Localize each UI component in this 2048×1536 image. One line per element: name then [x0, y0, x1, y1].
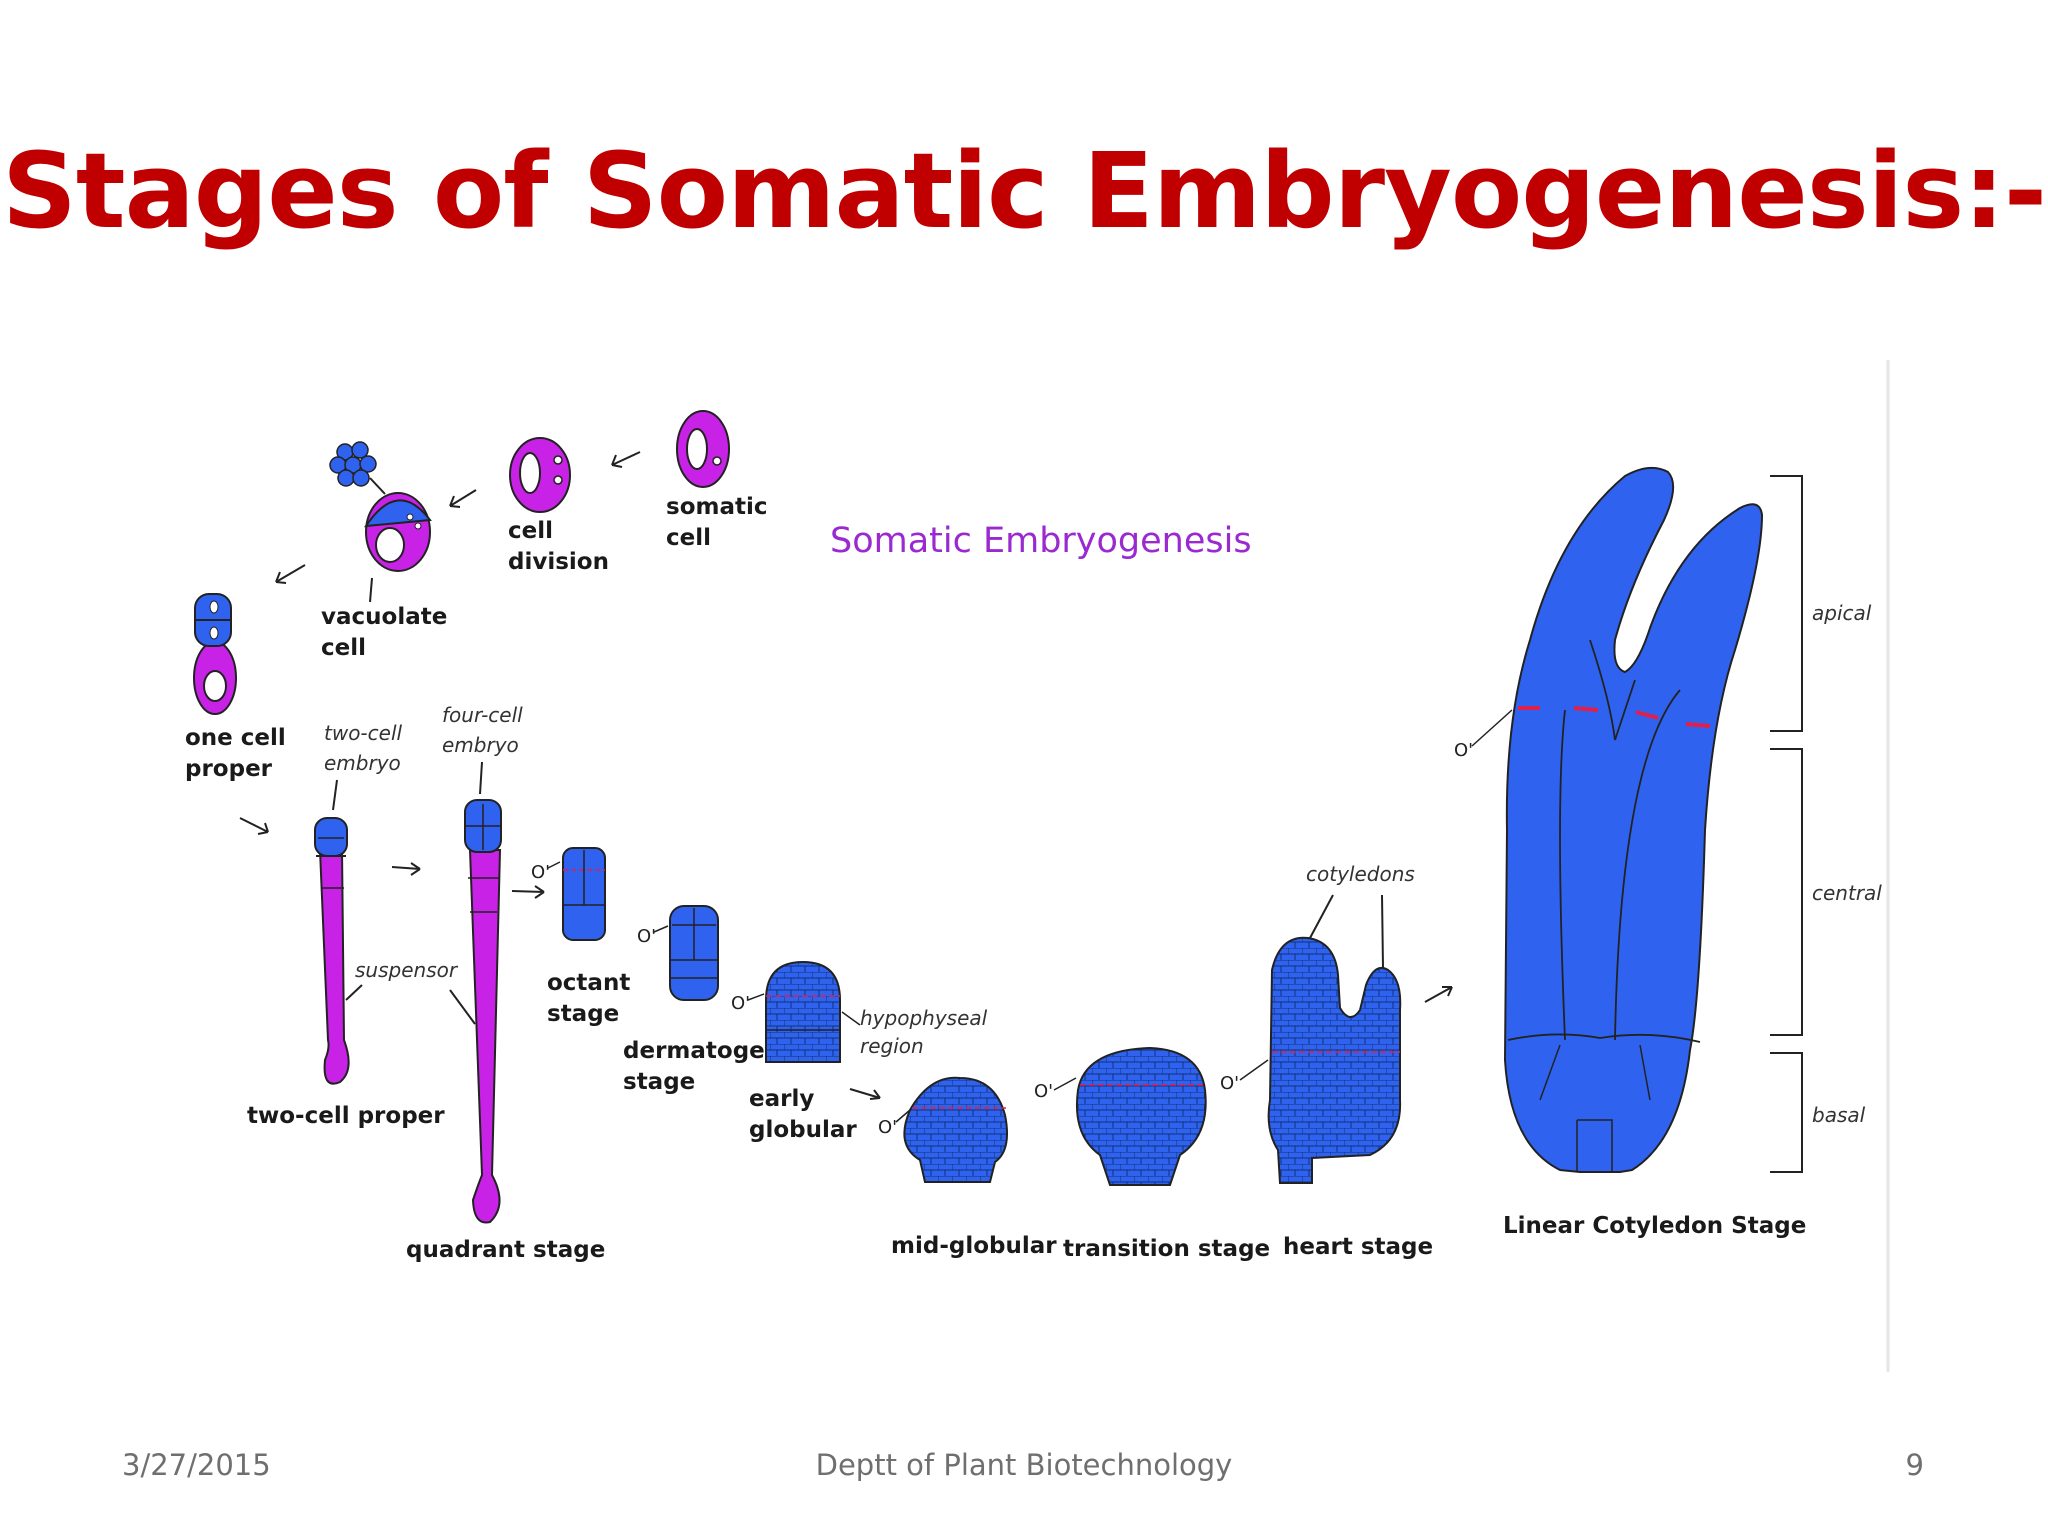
pointer-suspensor-2: [449, 989, 476, 1025]
heart-stage: [1267, 936, 1402, 1184]
label-four-cell-embryo: four-cell: [442, 703, 523, 727]
label-mid-globular: mid-globular: [891, 1233, 1057, 1259]
o-prime-pointer-7: [1471, 709, 1513, 747]
pointer-two-cell-embryo: [332, 779, 338, 811]
bracket-apical: [1770, 475, 1803, 732]
label-two-cell-embryo-2: embryo: [324, 751, 401, 775]
octant-stage: [562, 847, 606, 941]
label-vacuolate-cell: vacuolate: [321, 604, 447, 630]
label-quadrant-stage: quadrant stage: [406, 1237, 605, 1263]
o-prime-pointer-4: [895, 1109, 911, 1123]
cotyledon-pointer-1: [1309, 894, 1334, 939]
arrow-1: [611, 451, 641, 468]
o-prime-mid-globular: O': [878, 1117, 897, 1138]
pointer-four-cell-embryo: [479, 761, 483, 795]
cell-cluster: [329, 441, 377, 487]
vacuolate-cell: [364, 492, 432, 572]
label-two-cell-proper: two-cell proper: [247, 1103, 445, 1129]
o-prime-pointer-3: [747, 993, 765, 1001]
vacuolate-pointer: [369, 577, 373, 603]
transition-stage: [1076, 1046, 1207, 1186]
label-octant-2: stage: [547, 1001, 619, 1027]
label-heart-stage: heart stage: [1283, 1234, 1433, 1260]
o-prime-pointer-5: [1053, 1077, 1077, 1091]
label-dermatogen-2: stage: [623, 1069, 695, 1095]
footer-page-number: 9: [1905, 1448, 1924, 1482]
label-suspensor: suspensor: [355, 958, 459, 982]
arrow-8: [1424, 986, 1453, 1003]
o-prime-pointer-2: [653, 925, 669, 933]
quadrant-stage: [464, 799, 502, 1224]
o-prime-dermatogen: O': [637, 926, 656, 947]
o-prime-early-globular: O': [731, 993, 750, 1014]
cell-division-cell: [509, 437, 571, 513]
label-apical: apical: [1812, 601, 1872, 625]
o-prime-pointer-6: [1239, 1059, 1269, 1081]
label-central: central: [1812, 881, 1882, 905]
label-hypophyseal: hypophyseal: [860, 1006, 988, 1030]
arrow-6: [511, 885, 545, 899]
label-somatic-cell: somatic: [666, 494, 768, 520]
cotyledon-pointer-2: [1381, 894, 1384, 969]
linear-cotyledon-stage: [1503, 466, 1764, 1173]
two-cell-proper: [314, 817, 350, 1085]
hypophyseal-pointer: [841, 1011, 861, 1026]
label-vacuolate-cell-2: cell: [321, 635, 366, 661]
arrow-5: [391, 862, 421, 876]
label-four-cell-embryo-2: embryo: [442, 733, 519, 757]
footer-department: Deptt of Plant Biotechnology: [815, 1448, 1233, 1482]
arrow-3: [275, 564, 306, 584]
label-somatic-cell-2: cell: [666, 525, 711, 551]
o-prime-heart: O': [1220, 1073, 1239, 1094]
cluster-pointer: [369, 477, 386, 495]
label-basal: basal: [1812, 1103, 1866, 1127]
label-cell-division: cell: [508, 518, 553, 544]
o-prime-linear: O': [1454, 740, 1473, 761]
slide-title: Stages of Somatic Embryogenesis:-: [1, 130, 2047, 252]
label-hypophyseal-2: region: [860, 1034, 924, 1058]
label-two-cell-embryo: two-cell: [324, 721, 403, 745]
label-linear-cotyledon: Linear Cotyledon Stage: [1503, 1213, 1806, 1239]
label-cotyledons: cotyledons: [1306, 862, 1415, 886]
dermatogen-stage: [669, 905, 719, 1001]
arrow-7: [849, 1088, 881, 1100]
bracket-basal: [1770, 1052, 1803, 1173]
label-octant: octant: [547, 970, 630, 996]
o-prime-transition: O': [1034, 1081, 1053, 1102]
o-prime-pointer-1: [547, 861, 561, 869]
bracket-central: [1770, 748, 1803, 1036]
mid-globular-stage: [903, 1076, 1008, 1183]
somatic-cell: [676, 410, 730, 488]
label-early-globular: early: [749, 1086, 814, 1112]
label-one-cell: one cell: [185, 725, 286, 751]
diagram-heading: Somatic Embryogenesis: [830, 521, 1252, 561]
early-globular-stage: [765, 960, 841, 1063]
arrow-4: [239, 817, 269, 835]
label-early-globular-2: globular: [749, 1117, 857, 1143]
arrow-2: [449, 489, 477, 508]
pointer-suspensor-1: [345, 984, 363, 1001]
label-one-cell-2: proper: [185, 756, 273, 782]
label-cell-division-2: division: [508, 549, 609, 575]
label-dermatogen: dermatogen: [623, 1038, 781, 1064]
label-transition-stage: transition stage: [1063, 1236, 1270, 1262]
o-prime-octant: O': [531, 862, 550, 883]
one-cell-proper: [193, 593, 237, 715]
footer-date: 3/27/2015: [122, 1448, 271, 1482]
